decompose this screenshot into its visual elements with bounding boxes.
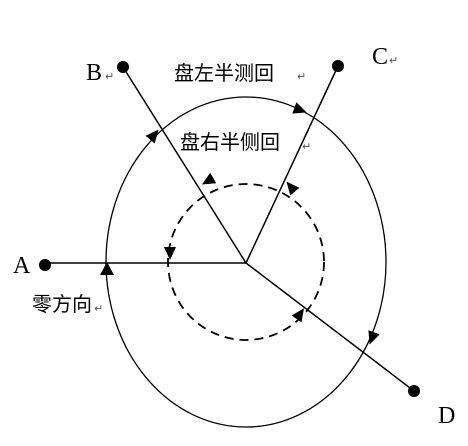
outer-circle-left-face: [105, 96, 387, 428]
line-D: [245, 262, 415, 392]
inner-circle-right-face: [167, 183, 325, 341]
point-A-dot: [39, 259, 51, 271]
arrow-inner-D: [291, 308, 305, 323]
return-mark-icon: ↵: [302, 140, 311, 153]
point-C-label: C: [372, 44, 388, 70]
arrow-outer-A: [100, 262, 114, 275]
arrow-outer-C: [292, 102, 307, 114]
point-C-dot: [332, 60, 344, 72]
return-mark-icon: ↵: [297, 70, 306, 83]
arrow-inner-B: [201, 172, 217, 185]
point-B-dot: [117, 61, 129, 73]
arrow-inner-C: [286, 181, 300, 196]
arrow-inner-A: [164, 247, 176, 260]
point-D-dot: [408, 385, 420, 397]
return-mark-icon: ↵: [94, 302, 103, 315]
arrow-outer-B: [145, 129, 159, 144]
right-half-label: 盘右半侧回: [180, 130, 280, 154]
point-D-label: D: [438, 403, 455, 429]
point-B-label: B: [86, 60, 102, 86]
return-mark-icon: ↵: [105, 70, 114, 83]
left-half-label: 盘左半测回: [174, 61, 274, 85]
line-C: [245, 65, 339, 264]
arrow-outer-D: [368, 330, 380, 345]
zero-direction-label: 零方向: [32, 292, 92, 316]
return-mark-icon: ↵: [389, 54, 398, 67]
line-B: [122, 66, 247, 264]
point-A-label: A: [13, 253, 31, 279]
